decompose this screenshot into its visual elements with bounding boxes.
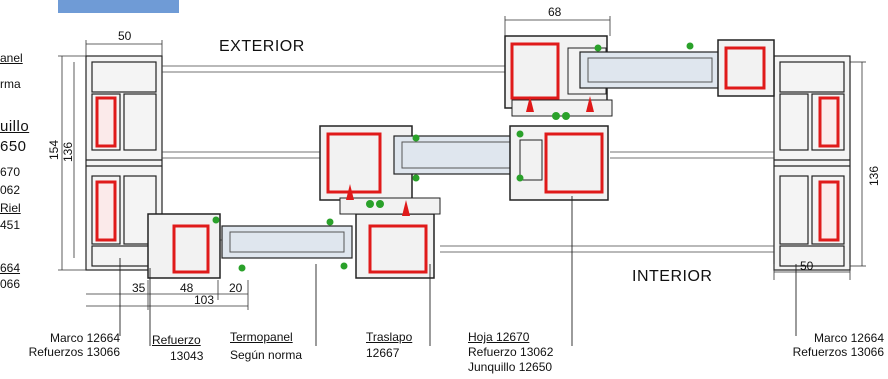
dim-bottom-right: 50 [800, 259, 814, 273]
left-partial-label: uillo [0, 118, 30, 135]
dim-right-inner: 136 [867, 165, 881, 186]
left-partial-label: 670 [0, 165, 21, 179]
callout-hoja-line3: Junquillo 12650 [468, 360, 553, 374]
callout-hoja-line2: Refuerzo 13062 [468, 345, 554, 359]
callout-marco-left-line1: Marco 12664 [49, 331, 120, 345]
callout-traslapo-line1: Traslapo [366, 330, 413, 344]
left-partial-label: 451 [0, 218, 21, 232]
callout-refuerzo-line1: Refuerzo [152, 333, 201, 347]
interior-label: INTERIOR [632, 268, 713, 285]
left-partial-label: 664 [0, 261, 21, 275]
top-glass [579, 51, 721, 89]
left-partial-label: 062 [0, 183, 21, 197]
dim-35: 35 [132, 281, 146, 295]
bottom-sash [147, 197, 441, 279]
dim-20: 20 [229, 281, 243, 295]
middle-sash [319, 125, 609, 201]
interlock-markers [212, 42, 694, 272]
callout-marco-left-line2: Refuerzos 13066 [28, 345, 120, 359]
left-partial-label: Riel [0, 201, 21, 215]
left-frame-reinforcement [95, 96, 117, 242]
right-frame-reinforcement [818, 96, 840, 242]
callout-leaders [119, 196, 797, 346]
callout-termopanel-line2: Según norma [230, 348, 303, 362]
left-partial-label: 066 [0, 277, 21, 291]
top-sash [504, 35, 775, 117]
header-tab [58, 0, 179, 13]
exterior-label: EXTERIOR [219, 38, 305, 55]
callout-marco-right-line2: Refuerzos 13066 [792, 345, 884, 359]
left-partial-label: anel [0, 51, 23, 65]
left-partial-label: 650 [0, 138, 27, 155]
dim-top-right: 68 [548, 5, 562, 19]
callout-refuerzo-line2: 13043 [170, 349, 204, 363]
dim-top-left: 50 [118, 29, 132, 43]
callout-marco-right-line1: Marco 12664 [813, 331, 884, 345]
dim-103: 103 [194, 293, 215, 307]
bottom-glass [221, 225, 353, 259]
dim-48: 48 [180, 281, 194, 295]
dimension-lines [58, 16, 866, 310]
left-partial-label: rma [0, 77, 21, 91]
callout-termopanel-line1: Termopanel [230, 330, 293, 344]
dim-left-inner: 136 [61, 141, 75, 162]
dim-left-total: 154 [47, 139, 61, 160]
callout-traslapo-line2: 12667 [366, 346, 400, 360]
callout-hoja-line1: Hoja 12670 [468, 330, 530, 344]
